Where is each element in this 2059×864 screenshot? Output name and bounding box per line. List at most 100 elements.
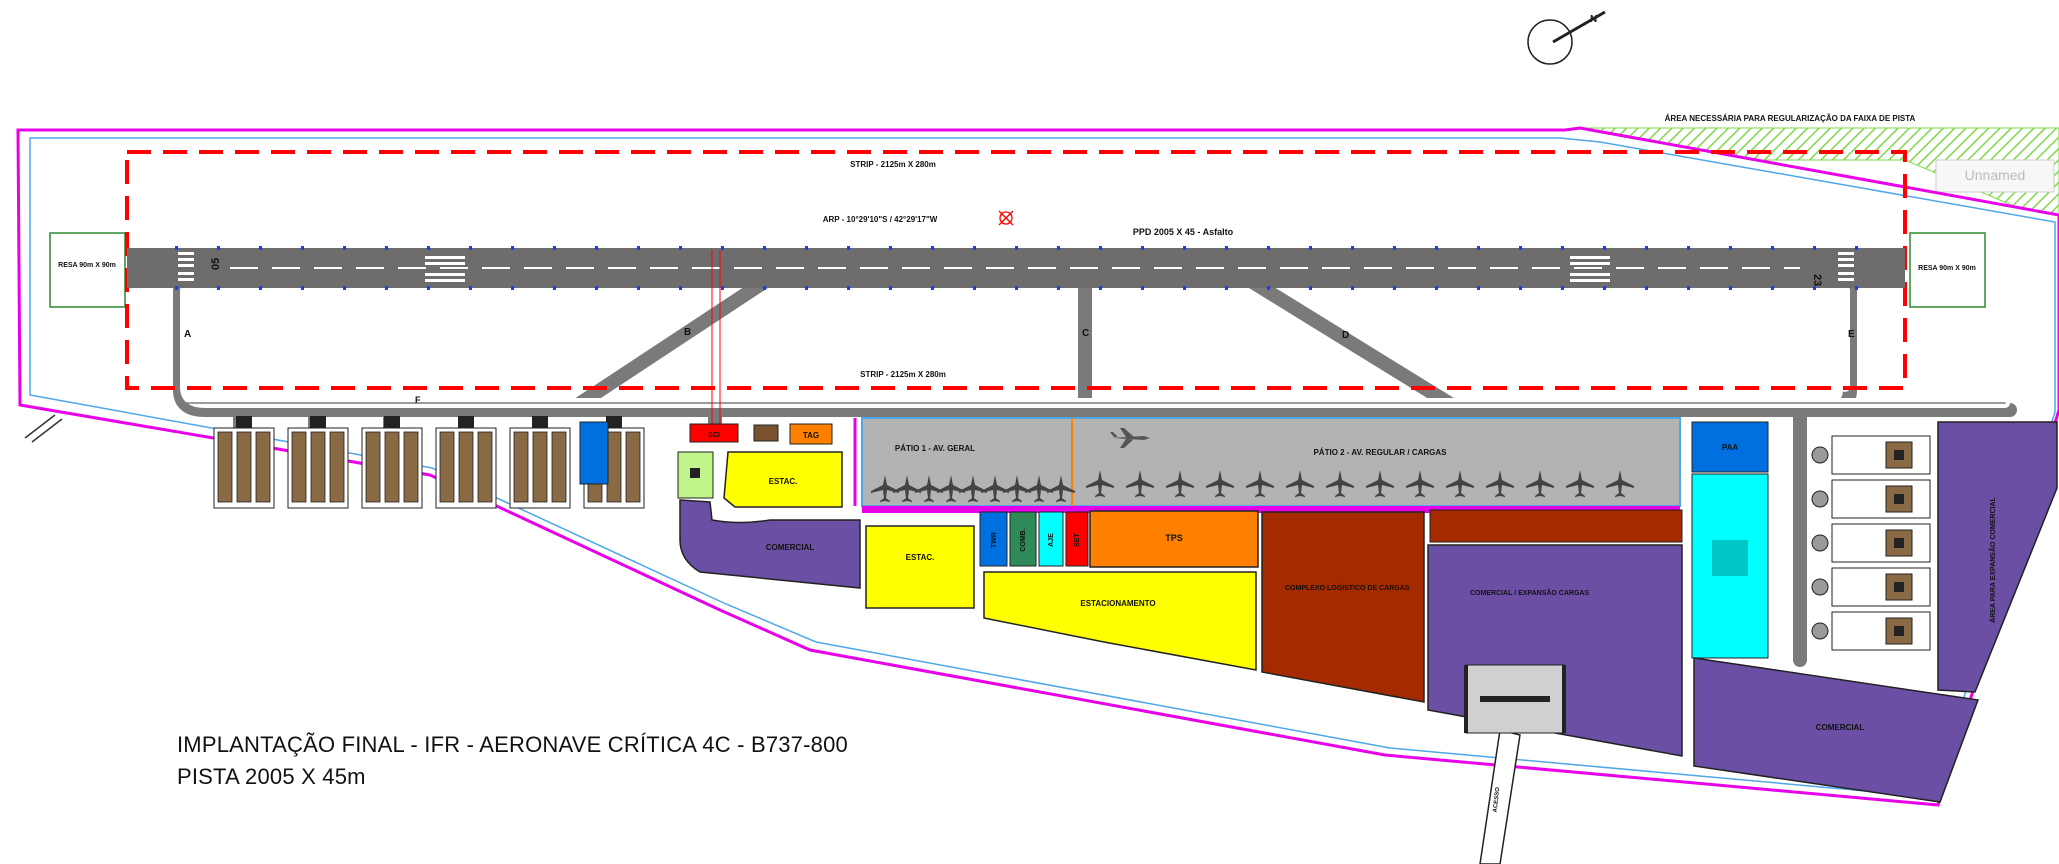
hangar-block xyxy=(1811,611,1931,651)
edge-light xyxy=(637,246,640,250)
edge-light xyxy=(301,286,304,290)
complexo-label: COMPLEXO LOGÍSTICO DE CARGAS xyxy=(1285,583,1410,592)
hangar-block xyxy=(1811,523,1931,563)
edge-light xyxy=(343,286,346,290)
edge-light xyxy=(217,286,220,290)
hangar-block xyxy=(287,416,349,509)
unnamed-label: Unnamed xyxy=(1965,167,2026,183)
edge-light xyxy=(847,246,850,250)
arp-label: ARP - 10°29'10"S / 42°29'17"W xyxy=(823,215,938,224)
commercial-area-1 xyxy=(679,499,861,589)
edge-light xyxy=(1729,246,1732,250)
aje-label: AJE xyxy=(1048,533,1055,547)
edge-light xyxy=(721,246,724,250)
edge-light xyxy=(679,286,682,290)
edge-light xyxy=(1603,246,1606,250)
edge-light xyxy=(931,286,934,290)
caption-line-1: IMPLANTAÇÃO FINAL - IFR - AERONAVE CRÍTI… xyxy=(177,732,848,757)
edge-light xyxy=(217,246,220,250)
arp-icon xyxy=(998,210,1014,226)
strip-bottom-label: STRIP - 2125m X 280m xyxy=(860,370,946,379)
edge-light xyxy=(1015,246,1018,250)
edge-light xyxy=(1099,246,1102,250)
edge-light xyxy=(553,286,556,290)
set-label: SET xyxy=(1074,532,1081,546)
paa-label: PAA xyxy=(1722,443,1739,452)
edge-light xyxy=(1813,246,1816,250)
sci-building xyxy=(689,423,739,443)
edge-light xyxy=(1771,286,1774,290)
edge-light xyxy=(259,246,262,250)
edge-light xyxy=(805,246,808,250)
edge-light xyxy=(1771,246,1774,250)
parking-estac-1 xyxy=(723,451,843,508)
commercial-area-3 xyxy=(1693,657,1980,803)
edge-light xyxy=(1435,246,1438,250)
twr-building xyxy=(979,511,1008,567)
comb-label: COMB. xyxy=(1020,528,1027,551)
edge-light xyxy=(595,286,598,290)
edge-light xyxy=(1645,246,1648,250)
edge-light xyxy=(427,286,430,290)
estac-1-label: ESTAC. xyxy=(769,477,798,486)
edge-light xyxy=(1351,286,1354,290)
commercial-expansion-area xyxy=(1937,421,2058,693)
faixa-area-label: ÁREA NECESSÁRIA PARA REGULARIZAÇÃO DA FA… xyxy=(1665,114,1916,123)
edge-light xyxy=(1645,286,1648,290)
hangar-block xyxy=(1811,567,1931,607)
paa-building xyxy=(1691,421,1769,473)
edge-light xyxy=(1183,286,1186,290)
touchdown-zone-left xyxy=(425,256,465,282)
edge-light xyxy=(385,286,388,290)
edge-light xyxy=(763,286,766,290)
area-exp-label: ÁREA PARA EXPANSÃO COMERCIAL xyxy=(1988,496,1997,622)
edge-light xyxy=(1813,286,1816,290)
hangar-block xyxy=(435,416,497,509)
edge-light xyxy=(1855,246,1858,250)
blue-building xyxy=(579,421,609,485)
twr-label: TWR xyxy=(991,532,998,548)
small-brown-building xyxy=(753,424,779,442)
taxiway-b-label: B xyxy=(684,327,691,338)
edge-light xyxy=(469,246,472,250)
edge-light xyxy=(427,246,430,250)
comercial-cargas-label: COMERCIAL / EXPANSÃO CARGAS xyxy=(1470,588,1589,597)
north-arrow-icon: N xyxy=(1527,10,1606,65)
edge-light xyxy=(1393,246,1396,250)
edge-light xyxy=(889,246,892,250)
taxiway-c-label: C xyxy=(1082,328,1089,339)
edge-light xyxy=(385,246,388,250)
edge-light xyxy=(1015,286,1018,290)
edge-light xyxy=(1057,246,1060,250)
edge-light xyxy=(973,286,976,290)
edge-light xyxy=(1183,246,1186,250)
sci-label: SCI xyxy=(708,432,720,439)
resa-right-label: RESA 90m X 90m xyxy=(1918,265,1976,272)
edge-light xyxy=(1225,286,1228,290)
edge-light xyxy=(1393,286,1396,290)
tps-building xyxy=(1089,510,1259,568)
edge-light xyxy=(469,286,472,290)
edge-light xyxy=(1687,286,1690,290)
edge-light xyxy=(1561,246,1564,250)
edge-light xyxy=(1267,246,1270,250)
edge-light xyxy=(175,286,178,290)
resa-right xyxy=(1909,232,1986,308)
threshold-left xyxy=(178,252,194,281)
hangar-block xyxy=(509,416,571,509)
edge-light xyxy=(259,286,262,290)
edge-light xyxy=(721,286,724,290)
edge-light xyxy=(301,246,304,250)
threshold-right-number: 23 xyxy=(1811,274,1823,286)
runway-label: PPD 2005 X 45 - Asfalto xyxy=(1133,227,1234,237)
right-hangar-row xyxy=(1811,435,1931,651)
tag-label: TAG xyxy=(803,431,819,440)
edge-light xyxy=(931,246,934,250)
tag-building xyxy=(789,423,833,445)
edge-light xyxy=(679,246,682,250)
caption-line-2: PISTA 2005 X 45m xyxy=(177,764,366,789)
hangar-block xyxy=(213,416,275,509)
taxiway-e-label: E xyxy=(1848,329,1855,340)
resa-left-label: RESA 90m X 90m xyxy=(58,262,116,269)
taxiway-d-label: D xyxy=(1342,330,1349,341)
